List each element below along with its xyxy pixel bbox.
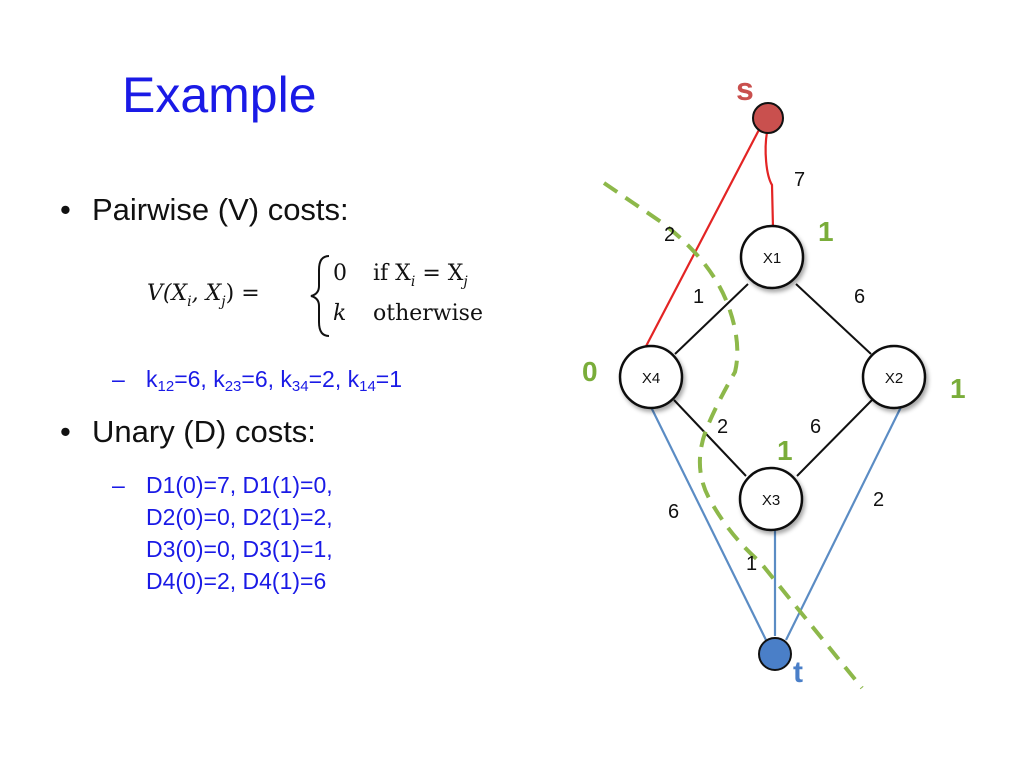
unary-values: –D1(0)=7, D1(1)=0, D2(0)=0, D2(1)=2, D3(… bbox=[112, 469, 333, 597]
weight-s-x1: 7 bbox=[794, 169, 805, 191]
node-x4: X4 bbox=[618, 344, 684, 410]
formula-case1-value: 0 bbox=[333, 261, 347, 286]
k34-sub: 34 bbox=[291, 378, 309, 395]
source-node bbox=[752, 102, 784, 134]
k14-value: =1 bbox=[375, 366, 403, 392]
unary-line-text: D3(0)=0, D3(1)=1, bbox=[146, 536, 333, 562]
bullet-pairwise-text: Pairwise (V) costs: bbox=[92, 192, 349, 227]
assignment-x4: 0 bbox=[582, 356, 598, 387]
k14-label: k bbox=[347, 366, 360, 392]
formula-case2-cond: otherwise bbox=[373, 301, 483, 326]
unary-line-text: D4(0)=2, D4(1)=6 bbox=[146, 568, 327, 594]
bullet-pairwise: • Pairwise (V) costs: bbox=[60, 192, 349, 228]
formula-lhs: V(X bbox=[147, 281, 188, 306]
k23-value: =6, bbox=[241, 366, 281, 392]
edge-x4-x3 bbox=[673, 399, 747, 477]
formula-lhs-j: j bbox=[218, 294, 226, 310]
edge-s-x4 bbox=[642, 123, 763, 353]
k14-sub: 14 bbox=[359, 378, 376, 395]
cut-line bbox=[602, 181, 864, 690]
node-x1: X1 bbox=[739, 224, 805, 290]
formula-brace bbox=[310, 255, 330, 337]
edge-s-x1 bbox=[764, 131, 775, 229]
k12-value: =6, bbox=[174, 366, 214, 392]
pairwise-formula: V(Xi, Xj) = 0 if Xi = Xj k otherwise bbox=[147, 255, 483, 337]
bullet-unary-text: Unary (D) costs: bbox=[92, 414, 316, 449]
k34-label: k bbox=[280, 366, 292, 392]
node-x4-label: X4 bbox=[642, 370, 660, 387]
formula-case1-cond: if X bbox=[373, 261, 411, 286]
node-x1-label: X1 bbox=[763, 250, 781, 267]
node-x2: X2 bbox=[861, 344, 927, 410]
formula-case1-j: j bbox=[460, 274, 468, 290]
k23-sub: 23 bbox=[224, 378, 242, 395]
formula-lhs-mid: , X bbox=[192, 281, 223, 306]
weight-x2-x3: 6 bbox=[810, 416, 821, 438]
edge-x4-t bbox=[649, 404, 767, 641]
node-x3: X3 bbox=[738, 466, 804, 532]
k12-sub: 12 bbox=[157, 378, 175, 395]
unary-line-text: D1(0)=7, D1(1)=0, bbox=[146, 472, 333, 498]
formula-lhs-end: ) = bbox=[226, 281, 260, 306]
sink-label: t bbox=[793, 656, 803, 689]
unary-line: –D1(0)=7, D1(1)=0, bbox=[112, 469, 333, 501]
source-label: s bbox=[736, 71, 754, 107]
k23-label: k bbox=[213, 366, 225, 392]
weight-x1-x2: 6 bbox=[854, 286, 865, 308]
svg-text:if Xi = Xj: if Xi = Xj bbox=[373, 261, 468, 290]
weight-x3-t: 1 bbox=[746, 553, 757, 575]
svg-text:V(Xi, Xj) =: V(Xi, Xj) = bbox=[147, 281, 260, 310]
weight-x4-t: 6 bbox=[668, 501, 679, 523]
weight-x4-x3: 2 bbox=[717, 416, 728, 438]
assignment-x2: 1 bbox=[950, 373, 966, 404]
bullet-unary: • Unary (D) costs: bbox=[60, 414, 316, 450]
sink-node bbox=[758, 637, 792, 671]
slide-title: Example bbox=[122, 67, 317, 123]
formula-case2-value: k bbox=[333, 301, 346, 326]
formula-lhs-i: i bbox=[187, 294, 191, 310]
bullet-dot: • bbox=[60, 192, 71, 227]
weight-s-x4: 2 bbox=[664, 224, 675, 246]
assignment-x1: 1 bbox=[818, 216, 834, 247]
formula-case1-i: i bbox=[411, 274, 415, 290]
edge-x1-x4 bbox=[674, 283, 749, 355]
dash: – bbox=[112, 472, 125, 498]
dash: – bbox=[112, 366, 125, 392]
edge-x2-x3 bbox=[796, 399, 873, 477]
node-x2-label: X2 bbox=[885, 370, 903, 387]
bullet-dot: • bbox=[60, 414, 71, 449]
weight-x1-x4: 1 bbox=[693, 286, 704, 308]
pairwise-values: –k12=6, k23=6, k34=2, k14=1 bbox=[112, 363, 402, 403]
k12-label: k bbox=[146, 366, 158, 392]
assignment-x3: 1 bbox=[777, 435, 793, 466]
weight-x2-t: 2 bbox=[873, 489, 884, 511]
node-x3-label: X3 bbox=[762, 492, 780, 509]
edge-x2-t bbox=[785, 404, 903, 641]
unary-line-text: D2(0)=0, D2(1)=2, bbox=[146, 504, 333, 530]
edge-x1-x2 bbox=[795, 283, 872, 355]
k34-value: =2, bbox=[308, 366, 348, 392]
formula-case1-eq: = X bbox=[415, 261, 463, 286]
